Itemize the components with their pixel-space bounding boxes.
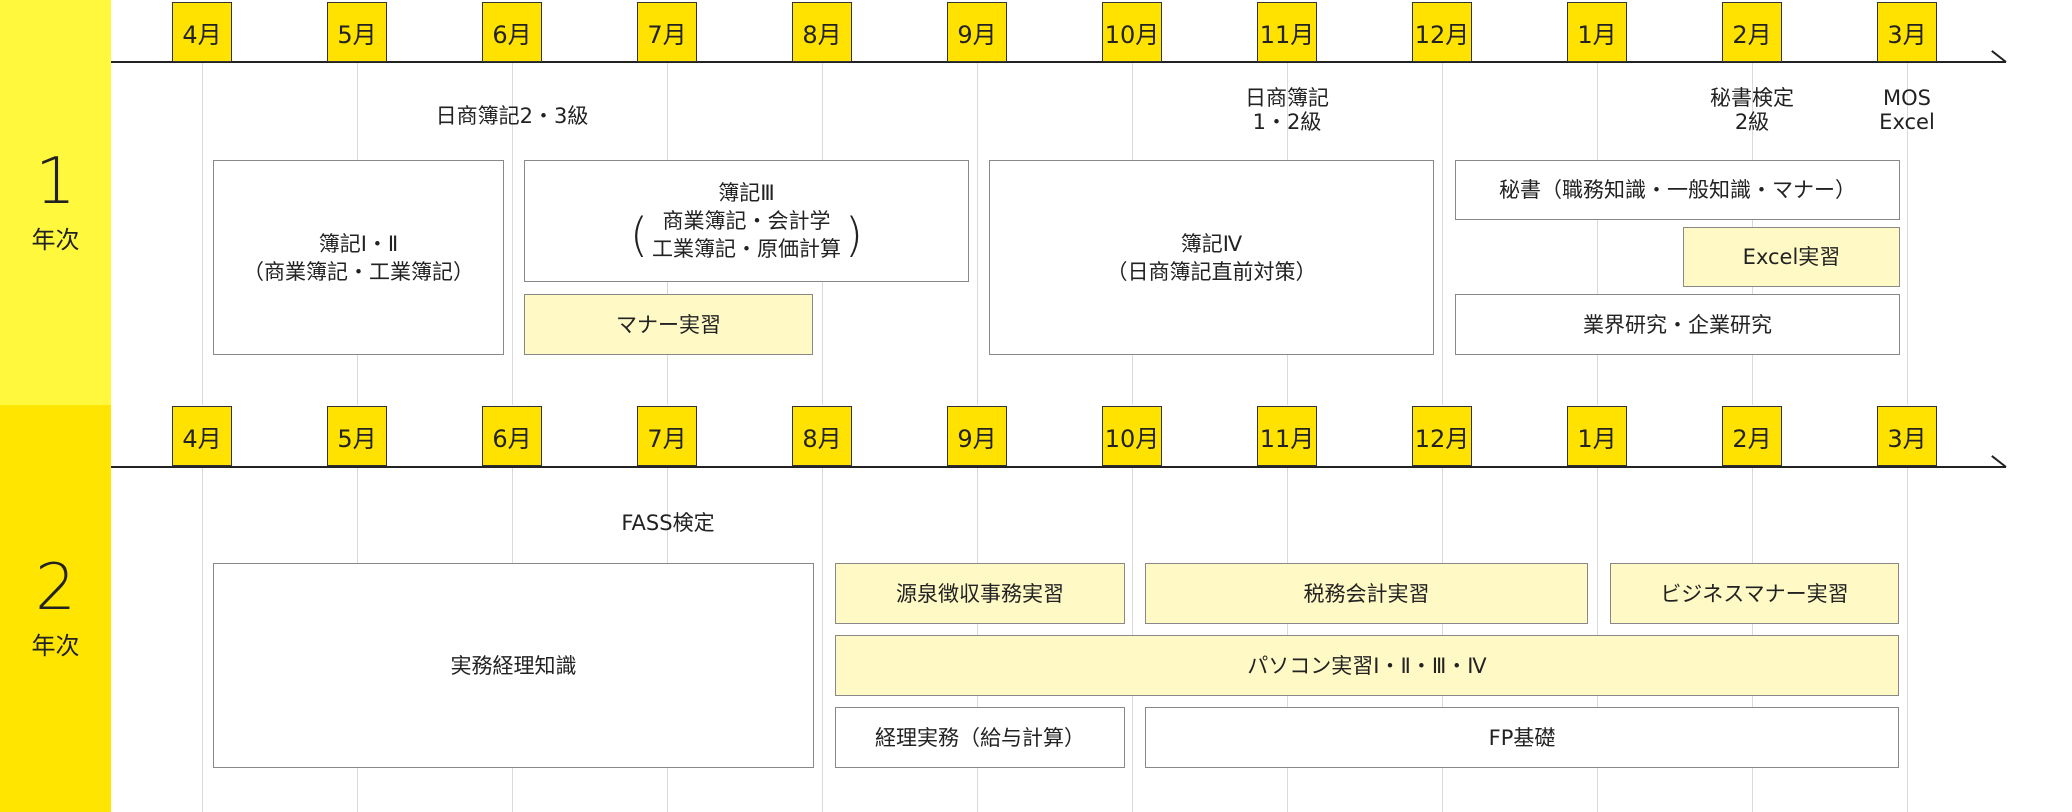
grid-line — [977, 62, 978, 405]
course-hisho-box: 秘書（職務知識・一般知識・マナー） — [1455, 160, 1900, 220]
year2-month-tab: 9月 — [947, 406, 1007, 466]
year2-month-tab: 2月 — [1722, 406, 1782, 466]
course-industry-text: 業界研究・企業研究 — [1583, 312, 1772, 337]
course-keiri-box: 経理実務（給与計算） — [835, 707, 1125, 768]
year1-month-tab: 6月 — [482, 2, 542, 62]
course-business-manner-text: ビジネスマナー実習 — [1660, 581, 1849, 606]
year2-month-tab: 10月 — [1102, 406, 1162, 466]
exam-fass-annotation: FASS検定 — [588, 511, 748, 535]
year2-month-tab: 4月 — [172, 406, 232, 466]
year1-month-tab: 7月 — [637, 2, 697, 62]
year2-month-tab: 6月 — [482, 406, 542, 466]
year2-month-tab: 1月 — [1567, 406, 1627, 466]
course-pc-text: パソコン実習Ⅰ・Ⅱ・Ⅲ・Ⅳ — [1247, 653, 1487, 678]
course-boki12-line1: 簿記Ⅰ・Ⅱ — [318, 231, 399, 256]
year1-month-tab: 4月 — [172, 2, 232, 62]
course-excel-text: Excel実習 — [1742, 245, 1841, 269]
exam-boki12-annotation: 日商簿記 1・2級 — [1227, 86, 1347, 134]
year2-month-tab: 8月 — [792, 406, 852, 466]
year2-timeline-axis — [111, 466, 2006, 468]
grid-line — [1442, 62, 1443, 405]
course-boki3-line2: 工業簿記・原価計算 — [652, 237, 841, 261]
course-fp-box: FP基礎 — [1145, 707, 1899, 768]
course-manner-text: マナー実習 — [616, 312, 721, 337]
course-zeimu-box: 税務会計実習 — [1145, 563, 1588, 624]
course-gensen-text: 源泉徴収事務実習 — [896, 581, 1064, 606]
course-boki4-line2: （日商簿記直前対策） — [1106, 259, 1317, 284]
year2-month-tab: 3月 — [1877, 406, 1937, 466]
year1-month-tab: 5月 — [327, 2, 387, 62]
grid-line — [1907, 467, 1908, 812]
year1-month-tab: 3月 — [1877, 2, 1937, 62]
year2-label: 年次 — [31, 632, 80, 660]
grid-line — [202, 62, 203, 405]
course-boki12-box: 簿記Ⅰ・Ⅱ （商業簿記・工業簿記） — [213, 160, 504, 355]
year1-month-tab: 12月 — [1412, 2, 1472, 62]
course-hisho-text: 秘書（職務知識・一般知識・マナー） — [1499, 178, 1856, 202]
exam-boki12-line1: 日商簿記 — [1245, 86, 1329, 110]
course-excel-box: Excel実習 — [1683, 227, 1900, 287]
exam-mos-line2: Excel — [1879, 110, 1935, 134]
course-fp-text: FP基礎 — [1488, 725, 1556, 750]
grid-line — [512, 62, 513, 405]
exam-boki12-line2: 1・2級 — [1252, 110, 1322, 134]
year1-label: 年次 — [31, 226, 80, 254]
year1-band: 1 年次 — [0, 0, 111, 405]
year2-month-tab: 5月 — [327, 406, 387, 466]
course-boki3-lines: 商業簿記・会計学 工業簿記・原価計算 — [648, 207, 845, 263]
year2-number: 2 — [35, 551, 76, 625]
open-paren-glyph: ( — [630, 208, 648, 262]
grid-line — [1597, 62, 1598, 405]
exam-mos-annotation: MOS Excel — [1862, 86, 1952, 134]
course-boki3-detail: ( 商業簿記・会計学 工業簿記・原価計算 ) — [630, 207, 863, 263]
course-jitsumu-text: 実務経理知識 — [450, 653, 577, 678]
year2-month-tab: 11月 — [1257, 406, 1317, 466]
grid-line — [822, 467, 823, 812]
year1-number: 1 — [35, 145, 76, 219]
course-boki3-title: 簿記Ⅲ — [718, 181, 775, 205]
year1-month-tab: 11月 — [1257, 2, 1317, 62]
year2-month-tab: 7月 — [637, 406, 697, 466]
exam-mos-line1: MOS — [1883, 86, 1931, 110]
year1-month-tab: 8月 — [792, 2, 852, 62]
course-manner-box: マナー実習 — [524, 294, 813, 355]
exam-boki23-annotation: 日商簿記2・3級 — [412, 104, 612, 128]
year2-month-tab: 12月 — [1412, 406, 1472, 466]
course-gensen-box: 源泉徴収事務実習 — [835, 563, 1125, 624]
course-keiri-text: 経理実務（給与計算） — [875, 725, 1085, 750]
course-boki3-line1: 商業簿記・会計学 — [662, 209, 831, 233]
exam-fass-text: FASS検定 — [621, 511, 715, 535]
course-boki12-line2: （商業簿記・工業簿記） — [243, 259, 474, 284]
course-boki4-line1: 簿記Ⅳ — [1180, 231, 1243, 256]
close-paren-glyph: ) — [845, 208, 863, 262]
course-business-manner-box: ビジネスマナー実習 — [1610, 563, 1899, 624]
course-boki4-box: 簿記Ⅳ （日商簿記直前対策） — [989, 160, 1434, 355]
year1-month-tab: 10月 — [1102, 2, 1162, 62]
year1-month-tab: 2月 — [1722, 2, 1782, 62]
exam-hisho-annotation: 秘書検定 2級 — [1692, 86, 1812, 134]
course-pc-box: パソコン実習Ⅰ・Ⅱ・Ⅲ・Ⅳ — [835, 635, 1899, 696]
year1-timeline-axis — [111, 61, 2006, 63]
exam-hisho-line1: 秘書検定 — [1710, 86, 1794, 110]
grid-line — [1907, 62, 1908, 405]
year1-month-tab: 1月 — [1567, 2, 1627, 62]
year1-month-tab: 9月 — [947, 2, 1007, 62]
exam-hisho-line2: 2級 — [1734, 110, 1770, 134]
course-jitsumu-box: 実務経理知識 — [213, 563, 814, 768]
year2-band: 2 年次 — [0, 405, 111, 812]
course-boki3-box: 簿記Ⅲ ( 商業簿記・会計学 工業簿記・原価計算 ) — [524, 160, 969, 282]
course-industry-box: 業界研究・企業研究 — [1455, 294, 1900, 355]
exam-boki23-text: 日商簿記2・3級 — [435, 104, 589, 128]
grid-line — [202, 467, 203, 812]
course-zeimu-text: 税務会計実習 — [1303, 581, 1430, 606]
